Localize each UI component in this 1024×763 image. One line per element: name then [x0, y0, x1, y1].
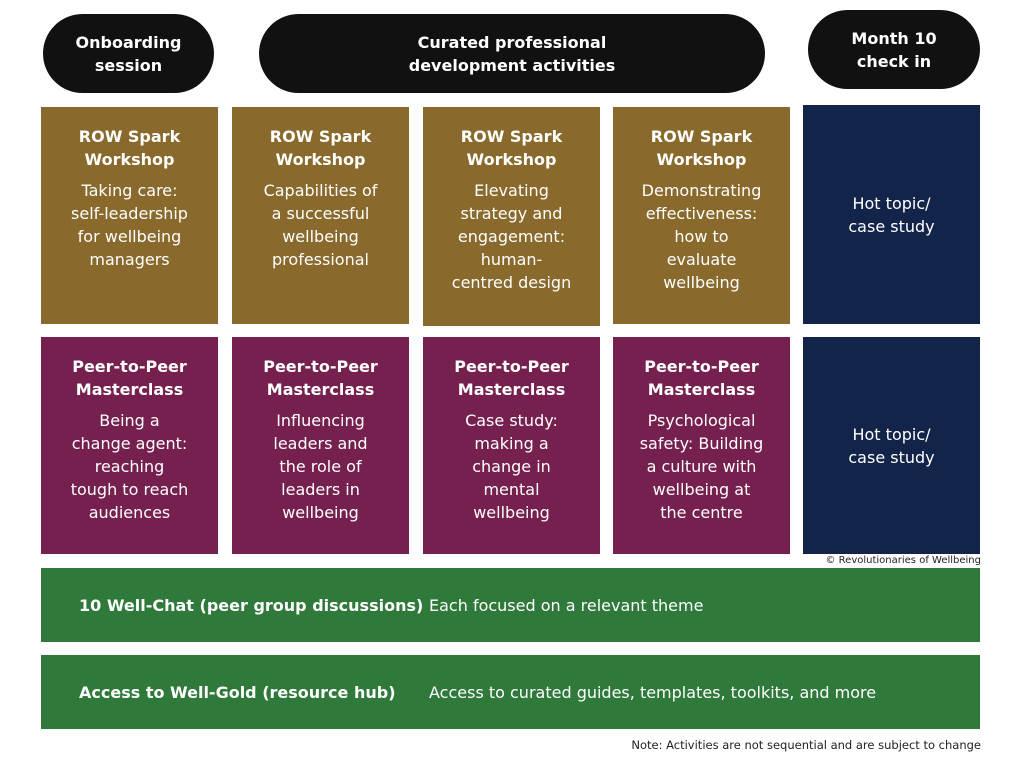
wellgold-band: Access to Well-Gold (resource hub) Acces… — [41, 655, 980, 729]
month10-line-1: Month 10 — [851, 28, 937, 48]
hot-topic-2-line-2: case study — [848, 447, 935, 467]
masterclass-3-line-3: change in — [472, 457, 551, 476]
masterclass-title-2: Masterclass — [266, 380, 375, 399]
wellchat-text: Each focused on a relevant theme — [429, 595, 704, 615]
hot-topic-1-line-1: Hot topic/ — [852, 193, 931, 213]
masterclass-title-2: Masterclass — [457, 380, 566, 399]
masterclass-1-line-4: tough to reach — [70, 480, 189, 499]
spark-2-line-3: wellbeing — [282, 227, 359, 246]
spark-1-line-3: for wellbeing — [77, 227, 182, 246]
masterclass-3-line-2: making a — [474, 434, 549, 453]
masterclass-title-1: Peer-to-Peer — [454, 357, 569, 376]
spark-3-line-2: strategy and — [460, 204, 563, 223]
spark-2-line-1: Capabilities of — [263, 181, 378, 200]
masterclass-title-1: Peer-to-Peer — [263, 357, 378, 376]
spark-3-line-3: engagement: — [457, 227, 566, 246]
spark-title-2: Workshop — [466, 150, 557, 169]
spark-title-2: Workshop — [84, 150, 175, 169]
masterclass-2-line-2: leaders and — [273, 434, 368, 453]
spark-3-line-1: Elevating — [474, 181, 549, 200]
masterclass-3-line-4: mental — [483, 480, 540, 499]
masterclass-title-1: Peer-to-Peer — [72, 357, 187, 376]
masterclass-4-line-2: safety: Building — [639, 434, 764, 453]
spark-title-1: ROW Spark — [650, 127, 753, 146]
masterclass-1-line-5: audiences — [88, 503, 171, 522]
spark-4-line-3: how to — [674, 227, 729, 246]
spark-1-line-2: self-leadership — [71, 204, 188, 223]
month10-line-2: check in — [856, 51, 932, 71]
curated-activities-header: Curated professional development activit… — [259, 14, 765, 93]
spark-1-line-4: managers — [89, 250, 170, 269]
onboarding-line-1: Onboarding — [75, 32, 182, 52]
masterclass-2-line-5: wellbeing — [282, 503, 359, 522]
onboarding-session-header: Onboarding session — [43, 14, 214, 93]
spark-title-1: ROW Spark — [78, 127, 181, 146]
month10-checkin-header: Month 10 check in — [808, 10, 980, 89]
masterclass-2-line-1: Influencing — [276, 411, 365, 430]
masterclass-1-line-3: reaching — [94, 457, 165, 476]
wellchat-band: 10 Well-Chat (peer group discussions) Ea… — [41, 568, 980, 642]
masterclass-2-line-3: the role of — [279, 457, 362, 476]
masterclass-title-2: Masterclass — [647, 380, 756, 399]
masterclass-3-line-1: Case study: — [465, 411, 558, 430]
wellchat-label: 10 Well-Chat (peer group discussions) — [79, 595, 424, 615]
onboarding-line-2: session — [94, 55, 163, 75]
spark-title-2: Workshop — [275, 150, 366, 169]
curated-line-2: development activities — [408, 55, 616, 75]
wellgold-label: Access to Well-Gold (resource hub) — [79, 682, 396, 702]
masterclass-title-1: Peer-to-Peer — [644, 357, 759, 376]
masterclass-3-line-5: wellbeing — [473, 503, 550, 522]
hot-topic-2-line-1: Hot topic/ — [852, 424, 931, 444]
spark-4-line-1: Demonstrating — [641, 181, 762, 200]
spark-2-line-2: a successful — [271, 204, 370, 223]
wellgold-text: Access to curated guides, templates, too… — [429, 682, 877, 702]
spark-1-line-1: Taking care: — [81, 181, 178, 200]
spark-2-line-4: professional — [272, 250, 369, 269]
curated-line-1: Curated professional — [417, 32, 607, 52]
copyright-notice: © Revolutionaries of Wellbeing — [825, 555, 982, 566]
masterclass-4-line-1: Psychological — [647, 411, 756, 430]
masterclass-4-line-5: the centre — [660, 503, 743, 522]
hot-topic-box-2: Hot topic/ case study — [803, 337, 980, 554]
spark-3-line-5: centred design — [451, 273, 572, 292]
masterclass-title-2: Masterclass — [75, 380, 184, 399]
spark-4-line-4: evaluate — [666, 250, 737, 269]
hot-topic-box-1: Hot topic/ case study — [803, 105, 980, 324]
spark-4-line-2: effectiveness: — [645, 204, 758, 223]
spark-title-1: ROW Spark — [460, 127, 563, 146]
spark-4-line-5: wellbeing — [663, 273, 740, 292]
spark-title-2: Workshop — [656, 150, 747, 169]
spark-3-line-4: human- — [480, 250, 543, 269]
hot-topic-1-line-2: case study — [848, 216, 935, 236]
masterclass-4-line-4: wellbeing at — [652, 480, 751, 499]
footer-note: Note: Activities are not sequential and … — [631, 738, 981, 752]
masterclass-2-line-4: leaders in — [281, 480, 360, 499]
masterclass-1-line-1: Being a — [99, 411, 160, 430]
masterclass-4-line-3: a culture with — [646, 457, 757, 476]
spark-title-1: ROW Spark — [269, 127, 372, 146]
masterclass-1-line-2: change agent: — [71, 434, 188, 453]
